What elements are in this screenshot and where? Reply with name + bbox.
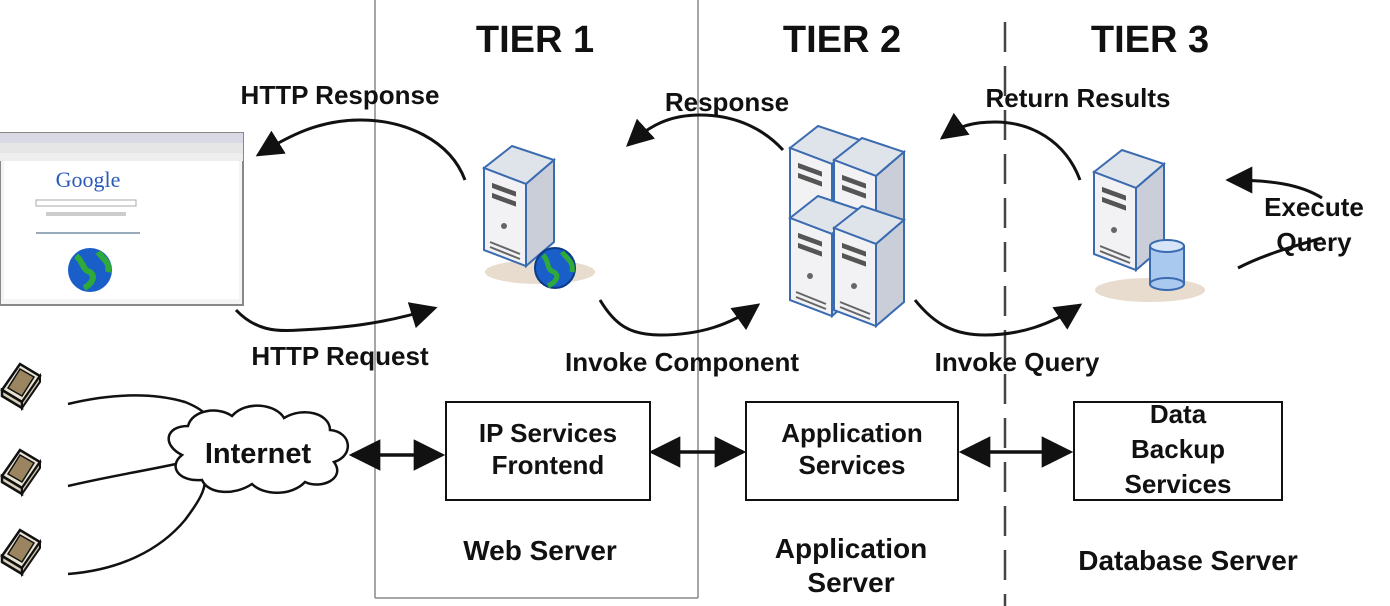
frontend-line-2: Frontend: [492, 450, 605, 480]
laptop-icon-2: [0, 448, 42, 496]
database-server-icon: [1093, 149, 1205, 302]
execute-query-tail: [1237, 236, 1323, 270]
tier-separators: [374, 0, 1007, 606]
query-label: Query: [1276, 227, 1352, 257]
execute-query-arrow: [1225, 166, 1323, 200]
laptop-3-link: [67, 479, 207, 576]
http-request-label: HTTP Request: [251, 341, 429, 371]
http-response-arrow: [255, 118, 467, 181]
internet-label: Internet: [205, 438, 312, 470]
http-response-label: HTTP Response: [241, 80, 440, 110]
application-services-box: Application Services: [745, 401, 959, 501]
tier-3-heading: TIER 3: [1091, 19, 1209, 61]
app-server-caption-line-1: Application: [775, 533, 927, 564]
backup-line-2: Backup: [1131, 434, 1225, 464]
execute-label: Execute: [1264, 192, 1364, 222]
db-server-caption: Database Server: [1078, 545, 1298, 576]
database-cylinder-icon: [1149, 239, 1185, 291]
app-services-line-1: Application: [781, 418, 923, 448]
tier-1-heading: TIER 1: [476, 19, 594, 61]
invoke-component-label: Invoke Component: [565, 347, 799, 377]
invoke-query-label: Invoke Query: [935, 347, 1100, 377]
return-results-label: Return Results: [986, 83, 1171, 113]
frontend-line-1: IP Services: [479, 418, 617, 448]
app-server-cluster-icon: [789, 125, 905, 327]
app-services-line-2: Services: [799, 450, 906, 480]
backup-line-3: Services: [1125, 469, 1232, 499]
http-request-arrow: [234, 302, 438, 333]
web-server-caption: Web Server: [463, 535, 617, 566]
response-arrow: [626, 113, 785, 152]
tier-2-heading: TIER 2: [783, 19, 901, 61]
laptop-2-link: [67, 460, 186, 488]
ip-services-frontend-box: IP Services Frontend: [445, 401, 651, 501]
data-backup-services-box: Data Backup Services: [1073, 399, 1283, 501]
backup-line-1: Data: [1150, 399, 1207, 429]
browser-window: Google: [0, 132, 244, 306]
browser-search-field: [35, 199, 137, 207]
invoke-query-arrow: [913, 299, 1083, 337]
response-label: Response: [665, 87, 789, 117]
return-results-arrow: [939, 112, 1082, 181]
internet-cloud: Internet: [167, 404, 350, 494]
client-laptops: [0, 362, 42, 576]
app-server-caption-line-2: Server: [807, 567, 894, 598]
invoke-component-arrow: [598, 299, 761, 337]
laptop-icon-3: [0, 528, 42, 576]
laptop-icon-1: [0, 362, 42, 410]
browser-logo: Google: [56, 167, 121, 192]
web-server-icon: [483, 145, 595, 289]
